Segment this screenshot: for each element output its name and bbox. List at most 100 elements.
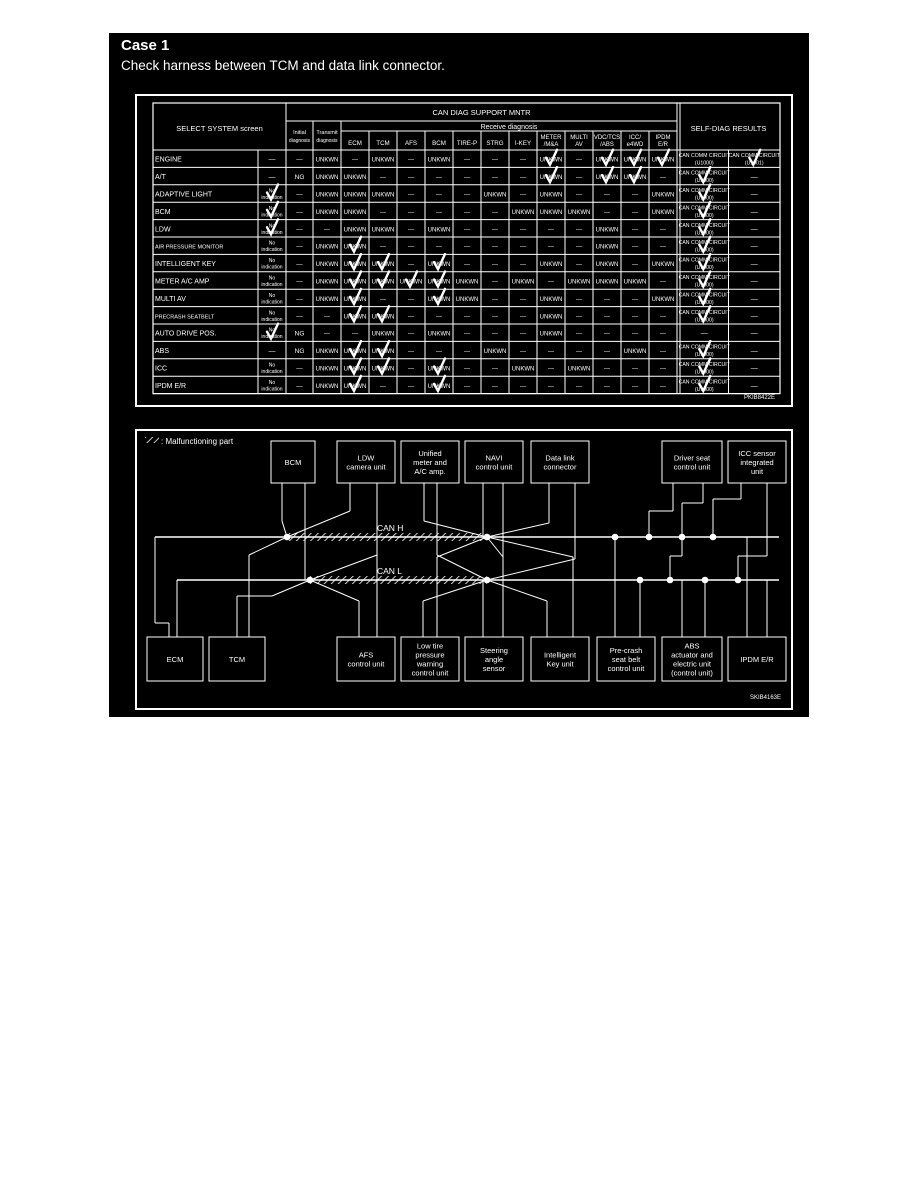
row-cell: UNKWN [540,297,563,303]
check-mark-icon [376,305,391,324]
self-diag-result: CAN COMM CIRCUIT [679,171,731,177]
check-mark-icon [656,148,671,168]
row-indication: No [269,363,276,369]
receive-col-7: /M&A [544,142,559,148]
row-initial: — [296,261,303,268]
row-cell: UNKWN [652,262,675,268]
bottom-unit-label: Key unit [546,660,574,669]
row-cell: — [632,314,638,320]
row-cell: UNKWN [344,175,367,181]
bottom-unit-label: seat belt [612,655,641,664]
check-mark-icon [698,287,712,307]
row-cell: — [408,175,414,181]
row-indication: No [269,328,276,334]
receive-col-10: ICC/ [629,135,641,141]
row-cell: — [464,349,470,355]
row-cell: — [660,227,666,233]
top-unit-box-2 [400,440,460,484]
bottom-unit-label: electric unit [673,660,712,669]
check-mark-icon [600,165,615,185]
bottom-unit-label: IPDM E/R [740,655,774,664]
self-diag-result: CAN COMM CIRCUIT [729,153,781,159]
self-diag-result: CAN COMM CIRCUIT [679,205,731,211]
bottom-unit-label: TCM [229,655,245,664]
receive-diagnosis-header: Receive diagnosis [481,124,538,131]
top-unit-label: control unit [476,463,514,472]
receive-col-8: AV [575,142,583,148]
row-cell: — [576,297,582,303]
row-initial: — [296,366,303,373]
check-mark-icon [348,357,363,377]
row-cell: — [492,262,498,268]
check-mark-icon [348,374,363,394]
col-initial: Initial [293,130,306,136]
row-indication: indication [261,247,282,253]
row-cell: — [604,210,610,216]
bottom-unit-box-2 [336,636,396,682]
row-cell: UNKWN [484,193,507,199]
receive-col-1: TCM [376,140,389,147]
row-name: BCM [155,209,171,216]
row-initial: — [296,209,303,216]
row-cell: — [576,227,582,233]
row-transmit: UNKWN [316,349,339,355]
wire [286,510,351,538]
row-cell: UNKWN [512,210,535,216]
row-cell: — [464,175,470,181]
row-cell: UNKWN [540,332,563,338]
row-name: MULTI AV [155,296,186,303]
row-cell: — [520,262,526,268]
row-transmit: UNKWN [316,193,339,199]
wire [309,554,378,581]
wire [248,536,288,556]
row-initial: — [296,157,303,164]
receive-col-9: /ABS [600,142,614,148]
row-initial: — [296,383,303,390]
row-cell: — [660,367,666,373]
bottom-unit-label: actuator and [671,651,713,660]
bottom-unit-label: control unit [348,660,386,669]
self-diag-result: — [751,192,758,199]
row-cell: — [520,314,526,320]
row-transmit: UNKWN [316,210,339,216]
row-cell: — [660,314,666,320]
row-cell: — [492,158,498,164]
row-cell: — [464,384,470,390]
top-unit-box-6 [727,440,787,484]
row-indication: No [269,206,276,212]
self-diag-result: — [751,209,758,216]
receive-col-11: E/R [658,142,669,148]
row-cell: UNKWN [540,262,563,268]
row-cell: — [632,227,638,233]
self-diag-result: CAN COMM CIRCUIT [679,240,731,246]
row-cell: UNKWN [372,227,395,233]
check-mark-icon [432,357,447,377]
row-cell: — [408,349,414,355]
row-cell: — [492,175,498,181]
row-cell: — [464,367,470,373]
check-mark-icon [628,165,643,185]
row-transmit: UNKWN [316,245,339,251]
self-diag-result: CAN COMM CIRCUIT [679,188,731,194]
row-cell: — [408,210,414,216]
row-cell: — [464,245,470,251]
row-cell: UNKWN [540,193,563,199]
diagram-code: SKIB4163E [750,695,781,701]
row-cell: — [604,367,610,373]
self-diag-result: CAN COMM CIRCUIT [679,362,731,368]
legend-text: : Malfunctioning part [161,437,234,446]
row-indication: indication [261,317,282,323]
row-transmit: — [324,227,330,233]
row-cell: — [492,227,498,233]
row-cell: — [520,245,526,251]
row-cell: — [548,280,554,286]
row-name: ADAPTIVE LIGHT [155,192,213,199]
check-mark-icon [348,235,363,255]
row-cell: — [604,297,610,303]
bottom-unit-label: angle [485,655,503,664]
self-diag-result: — [701,331,708,338]
row-indication: indication [261,386,282,392]
self-diag-result: CAN COMM CIRCUIT [679,345,731,351]
